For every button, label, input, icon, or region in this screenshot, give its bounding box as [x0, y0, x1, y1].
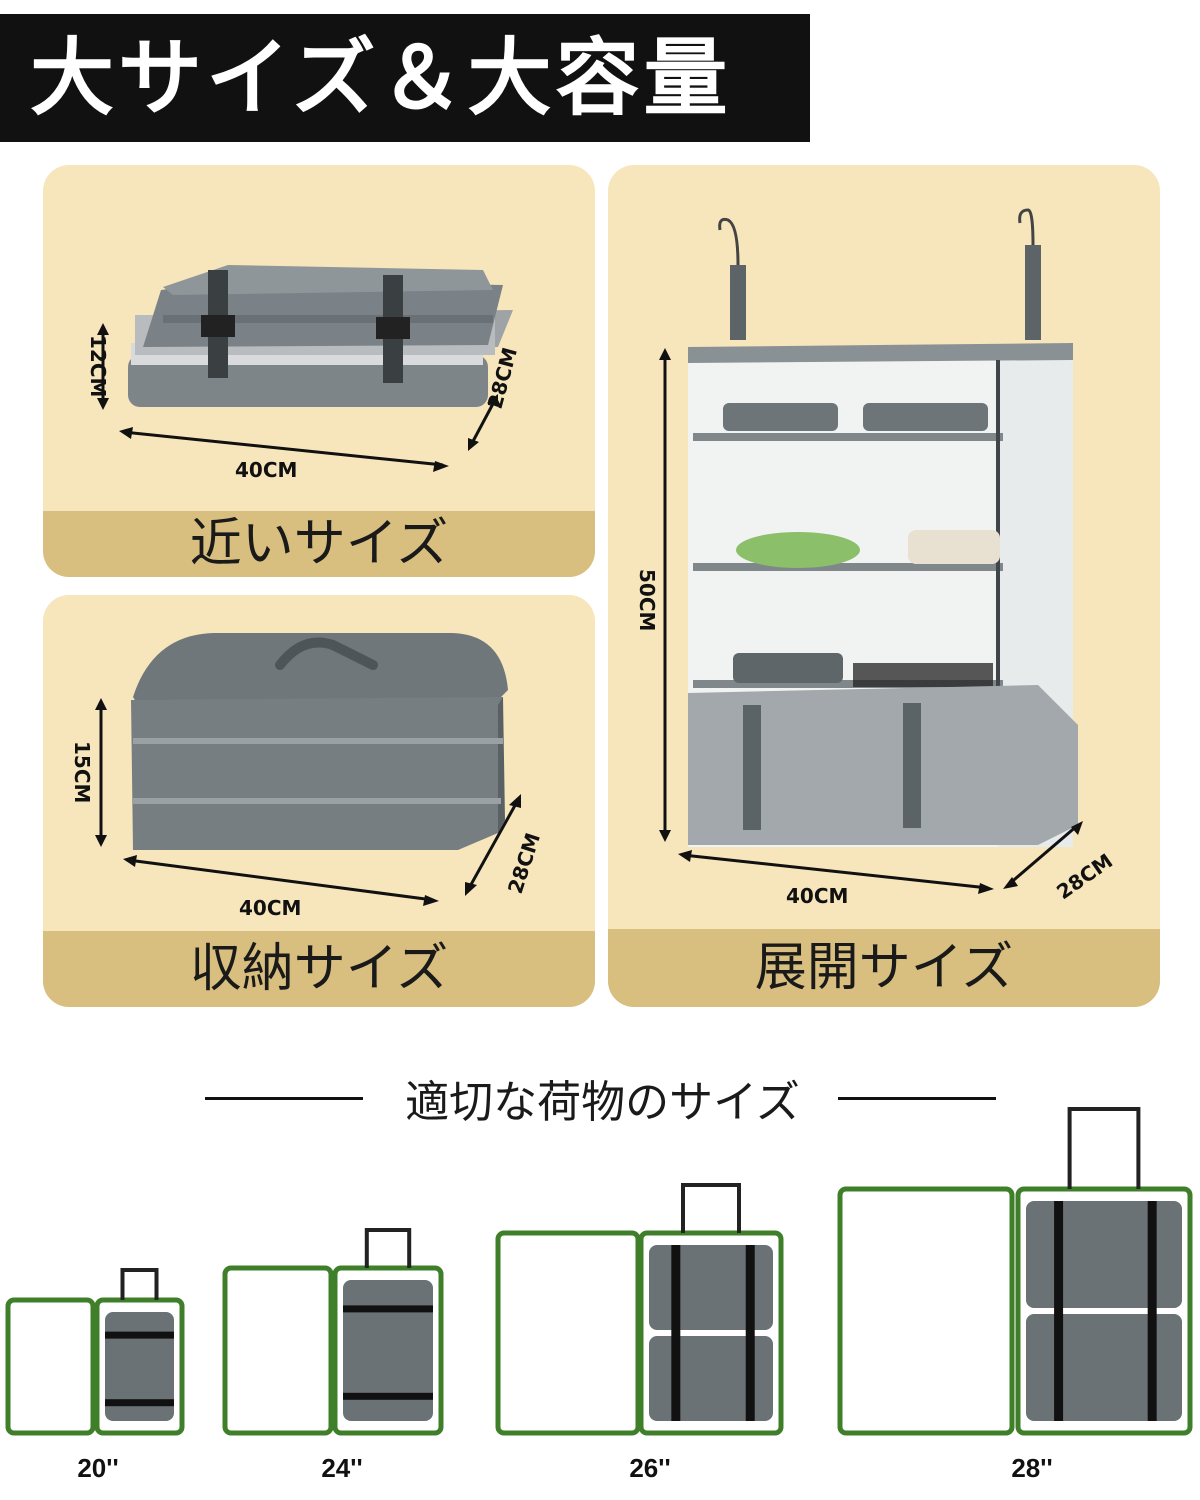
suitcase-handle: [364, 1228, 412, 1268]
organizer-strap: [105, 1399, 174, 1407]
page-title: 大サイズ＆大容量: [30, 29, 732, 127]
expanded-height-label: 50CM: [635, 569, 659, 631]
organizer-strap: [105, 1331, 174, 1339]
box-organizer-illustration: 15CM 40CM 28CM: [70, 633, 545, 920]
organizer-block: [1026, 1314, 1182, 1421]
storage-width-label: 40CM: [239, 896, 301, 920]
storage-size-caption: 収納サイズ: [43, 931, 595, 1007]
suitcase-size-label: 24'': [321, 1453, 363, 1483]
expanded-size-caption: 展開サイズ: [608, 929, 1160, 1007]
suitcase-handle: [681, 1183, 741, 1233]
panel-expanded-size: 50CM 40CM 28CM 展開サイズ: [608, 165, 1160, 1007]
organizer-block: [343, 1280, 433, 1421]
panel-storage-size: 15CM 40CM 28CM 収納サイズ: [43, 595, 595, 1007]
organizer-block: [105, 1312, 174, 1421]
luggage-section-title: 適切な荷物のサイズ: [405, 1077, 800, 1128]
organizer-block: [1026, 1201, 1182, 1308]
suitcase-lid: [837, 1186, 1015, 1436]
suitcase-size-label: 26'': [629, 1453, 671, 1483]
suitcase-size-label: 20'': [77, 1453, 119, 1483]
suitcase-lid: [222, 1265, 334, 1436]
organizer-strap: [1147, 1201, 1157, 1421]
suitcase-lid: [5, 1297, 96, 1436]
storage-depth-label: 28CM: [503, 830, 545, 897]
expanded-width-label: 40CM: [786, 884, 848, 908]
title-banner: 大サイズ＆大容量: [0, 14, 810, 142]
organizer-strap: [745, 1245, 755, 1421]
storage-height-label: 15CM: [70, 741, 94, 803]
suitcase-lid: [495, 1230, 641, 1436]
divider-left: [205, 1097, 363, 1100]
near-height-label: 12CM: [86, 335, 110, 397]
organizer-strap: [1054, 1201, 1064, 1421]
divider-right: [838, 1097, 996, 1100]
near-size-caption: 近いサイズ: [43, 511, 595, 577]
near-width-label: 40CM: [235, 458, 297, 482]
organizer-strap: [343, 1392, 433, 1400]
suitcase-size-label: 28'': [1011, 1453, 1053, 1483]
organizer-strap: [343, 1305, 433, 1313]
flat-organizer-illustration: 12CM 40CM 28CM: [86, 265, 522, 482]
hanging-organizer-illustration: 50CM 40CM 28CM: [635, 208, 1117, 908]
organizer-strap: [671, 1245, 681, 1421]
suitcase-handle: [120, 1268, 159, 1300]
panel-near-size: 12CM 40CM 28CM 近いサイズ: [43, 165, 595, 577]
suitcase-size-diagram: [5, 1107, 1193, 1436]
suitcase-handle: [1067, 1107, 1141, 1189]
expanded-depth-label: 28CM: [1052, 849, 1117, 904]
